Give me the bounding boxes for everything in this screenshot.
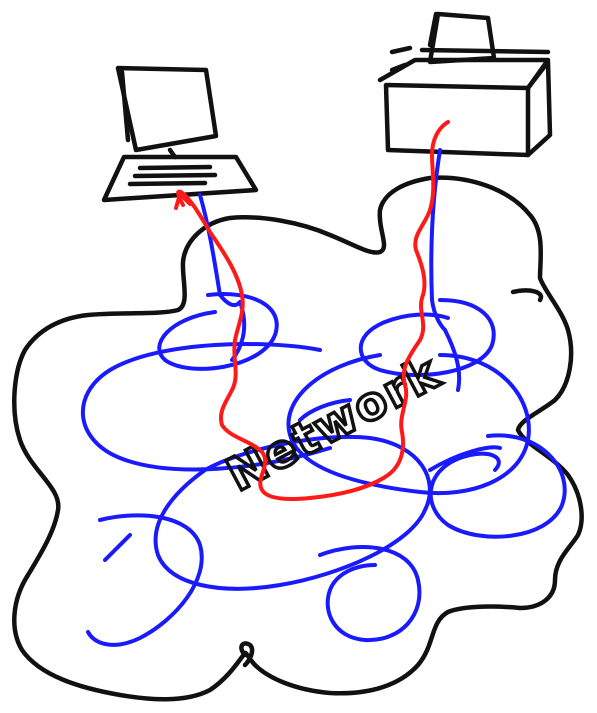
laptop-icon: [104, 68, 256, 200]
cloud-hook: [513, 290, 541, 300]
printer-icon: [380, 14, 550, 155]
cloud-loop: [241, 643, 252, 665]
